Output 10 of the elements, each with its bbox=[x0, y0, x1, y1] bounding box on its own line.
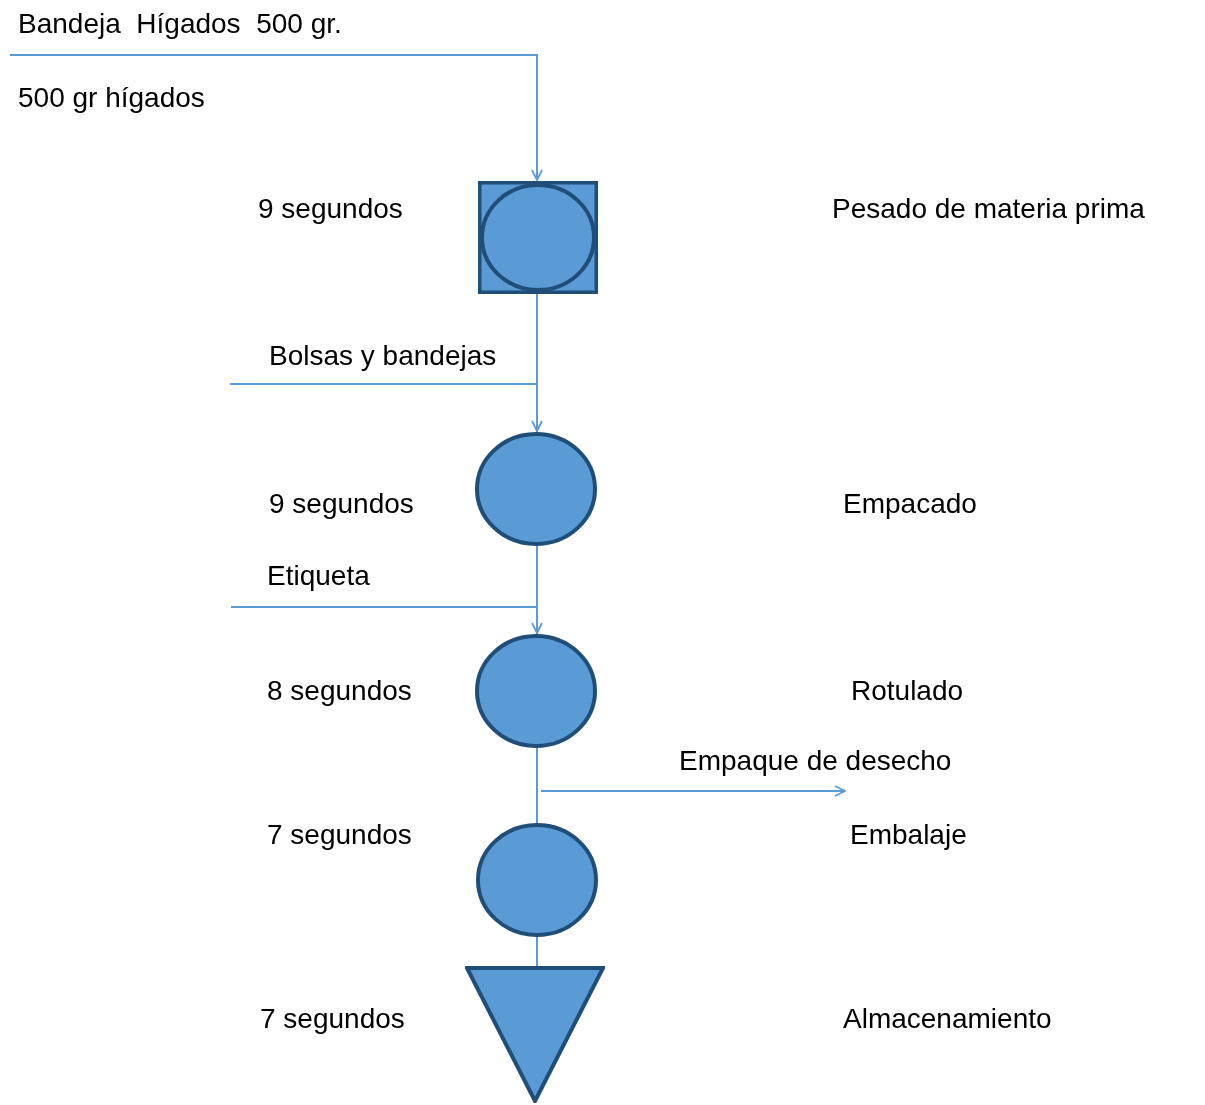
storage-triangle bbox=[465, 966, 605, 1103]
operation-circle bbox=[475, 634, 597, 748]
operation-circle bbox=[475, 432, 597, 546]
operation-inspection-symbol bbox=[478, 181, 598, 294]
arrow bbox=[536, 747, 846, 797]
arrow bbox=[9, 54, 543, 181]
flow-line bbox=[536, 936, 538, 967]
arrow bbox=[229, 383, 543, 432]
operation-circle bbox=[476, 823, 598, 937]
arrow bbox=[230, 606, 543, 634]
